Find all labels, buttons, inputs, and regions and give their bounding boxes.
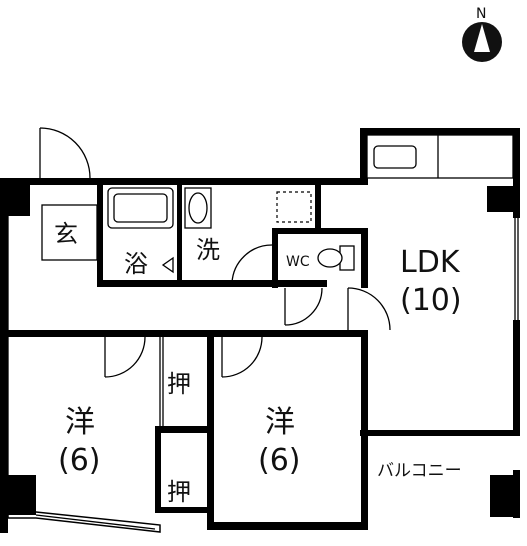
entrance-label: 玄	[54, 220, 78, 248]
labels: 玄 浴 洗 WC LDK (10) 洋 (6) 洋 (6) 押 押 バルコニー	[41, 204, 462, 506]
compass: N	[462, 6, 502, 62]
ldk-size: (10)	[400, 283, 462, 318]
western-left-label: 洋	[65, 405, 95, 440]
bath-label: 浴	[124, 250, 148, 278]
windows	[7, 216, 519, 527]
balcony-label: バルコニー	[377, 461, 462, 481]
bathtub-icon	[107, 187, 174, 229]
western-left-size: (6)	[58, 443, 101, 478]
bath-drain-icon	[161, 256, 174, 274]
fixtures	[107, 134, 514, 274]
western-right-label: 洋	[265, 405, 295, 440]
closet-upper-label: 押	[167, 370, 191, 398]
compass-north-label: N	[476, 6, 486, 22]
interior-walls	[97, 178, 368, 530]
exterior-walls	[0, 128, 520, 533]
closet-lower-label: 押	[167, 478, 191, 506]
western-right-size: (6)	[258, 443, 301, 478]
washing-machine-space	[276, 191, 312, 223]
kitchen-counter	[366, 134, 514, 179]
toilet-bowl-icon	[317, 248, 343, 268]
toilet-label: WC	[286, 254, 310, 270]
slanted-wall	[7, 511, 161, 533]
doors	[39, 127, 391, 507]
sink-icon	[373, 145, 417, 169]
ldk-label: LDK	[400, 245, 461, 280]
entrance-box	[41, 204, 98, 261]
compass-arrow-icon	[474, 24, 490, 52]
washroom-label: 洗	[196, 236, 220, 264]
slanted-window	[35, 514, 156, 530]
